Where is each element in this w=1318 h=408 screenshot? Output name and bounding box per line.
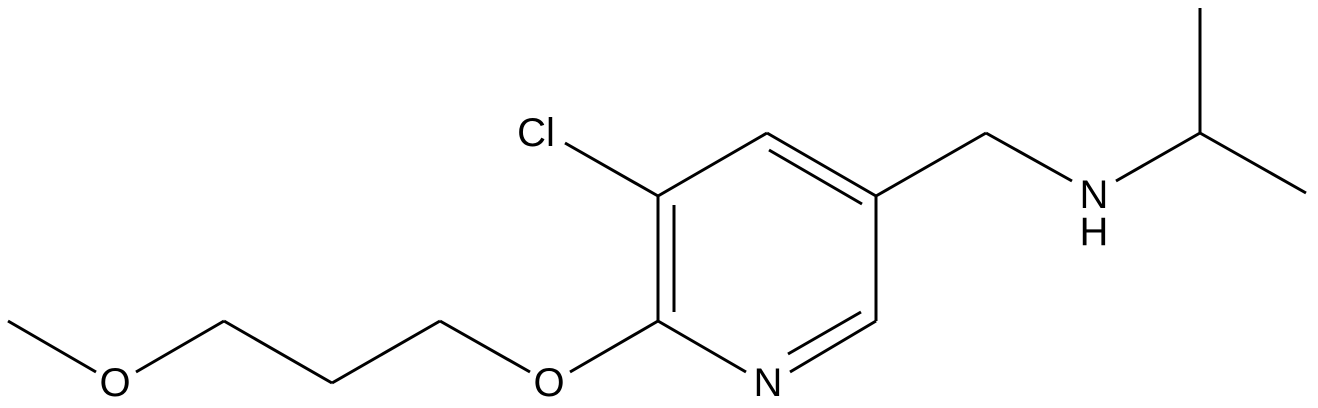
atom-label-amine-hydrogen: H bbox=[1080, 210, 1109, 254]
atom-label-amine-nitrogen: N bbox=[1080, 173, 1109, 217]
bond-ring-c6-n bbox=[657, 319, 747, 374]
bond-ring-n-c2 bbox=[789, 319, 877, 374]
bond-isopropyl-to-nh bbox=[1115, 131, 1201, 183]
atom-label-ether-oxygen: O bbox=[533, 361, 564, 405]
atom-label-ring-nitrogen: N bbox=[754, 361, 783, 405]
bond-c6-ether-o bbox=[569, 319, 659, 374]
bond-ring-c4-c5 bbox=[657, 131, 768, 198]
bond-ring-c3-c4-inner bbox=[768, 148, 863, 206]
bond-ch2a-ch2b bbox=[331, 319, 441, 385]
bond-ring-c3-c4 bbox=[766, 131, 877, 198]
bond-methoxy-o-ch3 bbox=[7, 319, 97, 374]
atom-label-methoxy-oxygen: O bbox=[99, 361, 130, 405]
atom-label-chlorine: Cl bbox=[517, 111, 555, 155]
bond-ch2c-methoxy-o bbox=[135, 319, 225, 374]
bond-ring-n-c2-inner bbox=[787, 310, 862, 356]
bond-ether-o-ch2a bbox=[439, 319, 531, 374]
bond-ch2-to-ring bbox=[875, 131, 987, 198]
bond-ch2b-ch2c bbox=[223, 319, 333, 385]
bond-c5-cl bbox=[564, 141, 659, 198]
bond-nh-to-ch2 bbox=[985, 131, 1073, 183]
bond-isopropyl-methyl-right bbox=[1199, 131, 1307, 195]
